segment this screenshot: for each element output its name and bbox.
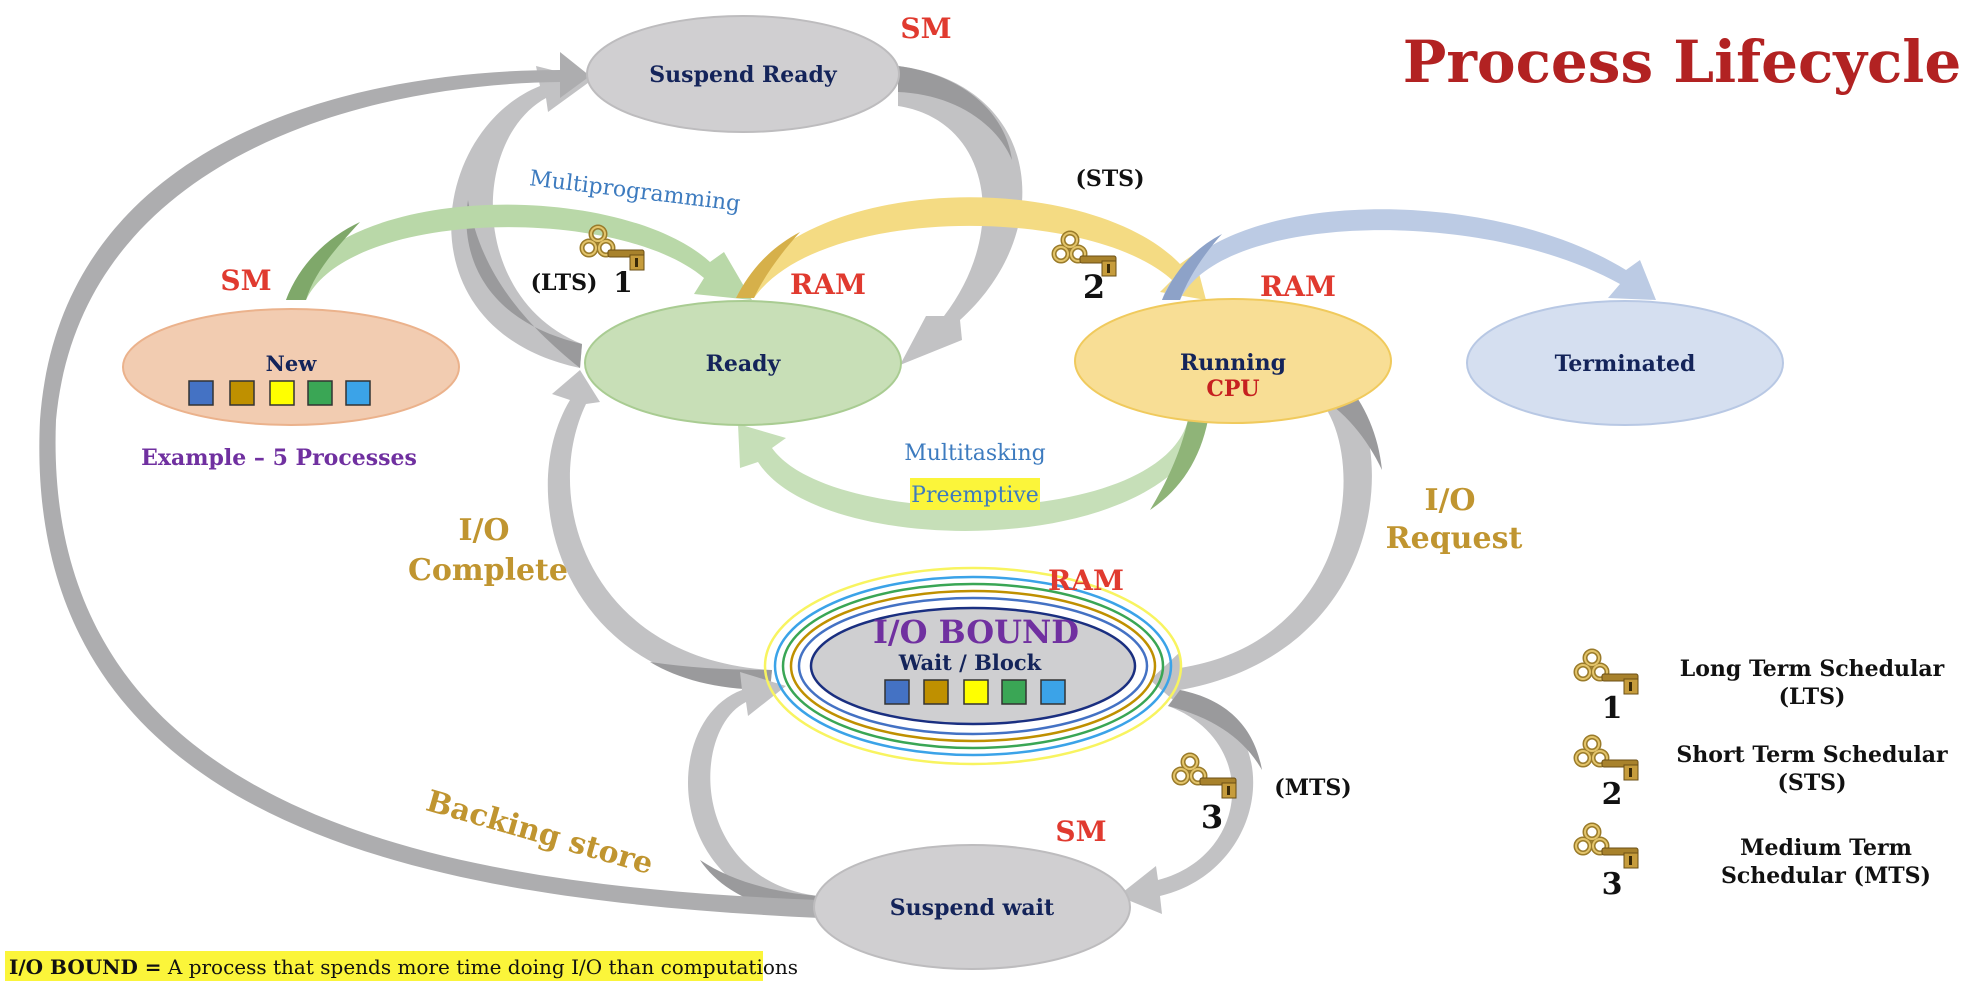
legend-item-lts: 1 Long Term Schedular (LTS) bbox=[1576, 651, 1945, 726]
io-bound-sub: Wait / Block bbox=[898, 650, 1042, 675]
legend: 1 Long Term Schedular (LTS) 2 Short Term… bbox=[1576, 651, 1948, 902]
lts-label: (LTS) bbox=[531, 270, 598, 296]
key-2-number: 2 bbox=[1083, 268, 1105, 306]
io-bound-state: I/O BOUND Wait / Block bbox=[763, 566, 1183, 766]
io-complete-label-1: I/O bbox=[458, 513, 509, 548]
arrow-new-to-ready bbox=[286, 204, 752, 300]
ready-state: Ready bbox=[584, 300, 902, 426]
diagram-title: Process Lifecycle bbox=[1403, 28, 1962, 96]
legend-text-line2: (LTS) bbox=[1779, 684, 1846, 710]
legend-key-number: 3 bbox=[1602, 867, 1623, 902]
example-label: Example – 5 Processes bbox=[141, 445, 417, 471]
key-1-number: 1 bbox=[613, 266, 632, 299]
ram-io-label: RAM bbox=[1048, 564, 1124, 597]
running-state: Running CPU bbox=[1074, 298, 1392, 424]
arrow-suspend-ready-to-ready bbox=[898, 66, 1023, 365]
terminated-state: Terminated bbox=[1466, 300, 1784, 426]
io-request-label-1: I/O bbox=[1424, 483, 1475, 518]
sm-top-label: SM bbox=[900, 12, 951, 45]
key-icon bbox=[1576, 825, 1638, 868]
suspend-wait-label: Suspend wait bbox=[890, 895, 1055, 921]
arrow-ready-to-suspend-ready bbox=[451, 66, 592, 368]
io-bound-title: I/O BOUND bbox=[873, 613, 1079, 651]
legend-text-line1: Long Term Schedular bbox=[1680, 656, 1945, 682]
process-square bbox=[884, 679, 910, 705]
footnote-term: I/O BOUND = bbox=[9, 955, 162, 979]
running-label: Running bbox=[1180, 350, 1286, 376]
sm-new-label: SM bbox=[220, 264, 271, 297]
suspend-wait-state: Suspend wait bbox=[813, 844, 1131, 970]
process-square bbox=[345, 380, 371, 406]
legend-item-mts: 3 Medium Term Schedular (MTS) bbox=[1576, 825, 1931, 902]
process-square bbox=[963, 679, 989, 705]
ram-running-label: RAM bbox=[1260, 270, 1336, 303]
legend-text-line2: (STS) bbox=[1778, 770, 1847, 796]
legend-item-sts: 2 Short Term Schedular (STS) bbox=[1576, 737, 1948, 812]
new-label: New bbox=[266, 351, 318, 376]
legend-text-line1: Medium Term bbox=[1740, 835, 1912, 861]
process-square bbox=[923, 679, 949, 705]
preemptive-label: Preemptive bbox=[911, 483, 1039, 508]
key-icon bbox=[1576, 737, 1638, 780]
footnote-highlight bbox=[5, 951, 763, 981]
arrow-running-to-terminated bbox=[1162, 209, 1656, 300]
arrow-io-bound-to-suspend-wait bbox=[1118, 690, 1262, 914]
process-square bbox=[269, 380, 295, 406]
mts-label: (MTS) bbox=[1274, 775, 1351, 801]
multitasking-label: Multitasking bbox=[904, 441, 1045, 466]
sm-bottom-label: SM bbox=[1055, 815, 1106, 848]
footnote-text: I/O BOUND = A process that spends more t… bbox=[9, 955, 798, 979]
new-process-squares bbox=[188, 380, 371, 406]
process-square bbox=[307, 380, 333, 406]
key-3-number: 3 bbox=[1201, 798, 1223, 836]
process-square bbox=[188, 380, 214, 406]
arrow-ready-to-running bbox=[736, 197, 1206, 300]
io-complete-label-2: Complete bbox=[408, 553, 568, 588]
io-request-label-2: Request bbox=[1386, 521, 1523, 556]
terminated-label: Terminated bbox=[1555, 351, 1696, 377]
key-icon bbox=[1576, 651, 1638, 694]
footnote: I/O BOUND = A process that spends more t… bbox=[5, 951, 798, 981]
key-icon-3 bbox=[1174, 755, 1236, 798]
ram-ready-label: RAM bbox=[790, 268, 866, 301]
legend-text-line2: Schedular (MTS) bbox=[1721, 863, 1931, 889]
suspend-ready-state: Suspend Ready bbox=[586, 15, 900, 133]
sts-label: (STS) bbox=[1076, 166, 1145, 192]
arrow-suspend-wait-to-io-bound bbox=[687, 672, 822, 916]
io-process-squares bbox=[884, 679, 1066, 705]
legend-key-number: 1 bbox=[1602, 691, 1623, 726]
legend-text-line1: Short Term Schedular bbox=[1676, 742, 1948, 768]
new-state: New bbox=[122, 308, 460, 426]
legend-key-number: 2 bbox=[1602, 777, 1623, 812]
process-square bbox=[1001, 679, 1027, 705]
ready-label: Ready bbox=[706, 351, 782, 377]
footnote-definition: A process that spends more time doing I/… bbox=[162, 955, 799, 979]
suspend-ready-label: Suspend Ready bbox=[649, 62, 838, 88]
running-cpu-label: CPU bbox=[1206, 376, 1259, 402]
process-square bbox=[229, 380, 255, 406]
preemptive-highlight bbox=[910, 478, 1040, 510]
process-square bbox=[1040, 679, 1066, 705]
arrow-running-to-ready-preemptive bbox=[738, 420, 1208, 531]
